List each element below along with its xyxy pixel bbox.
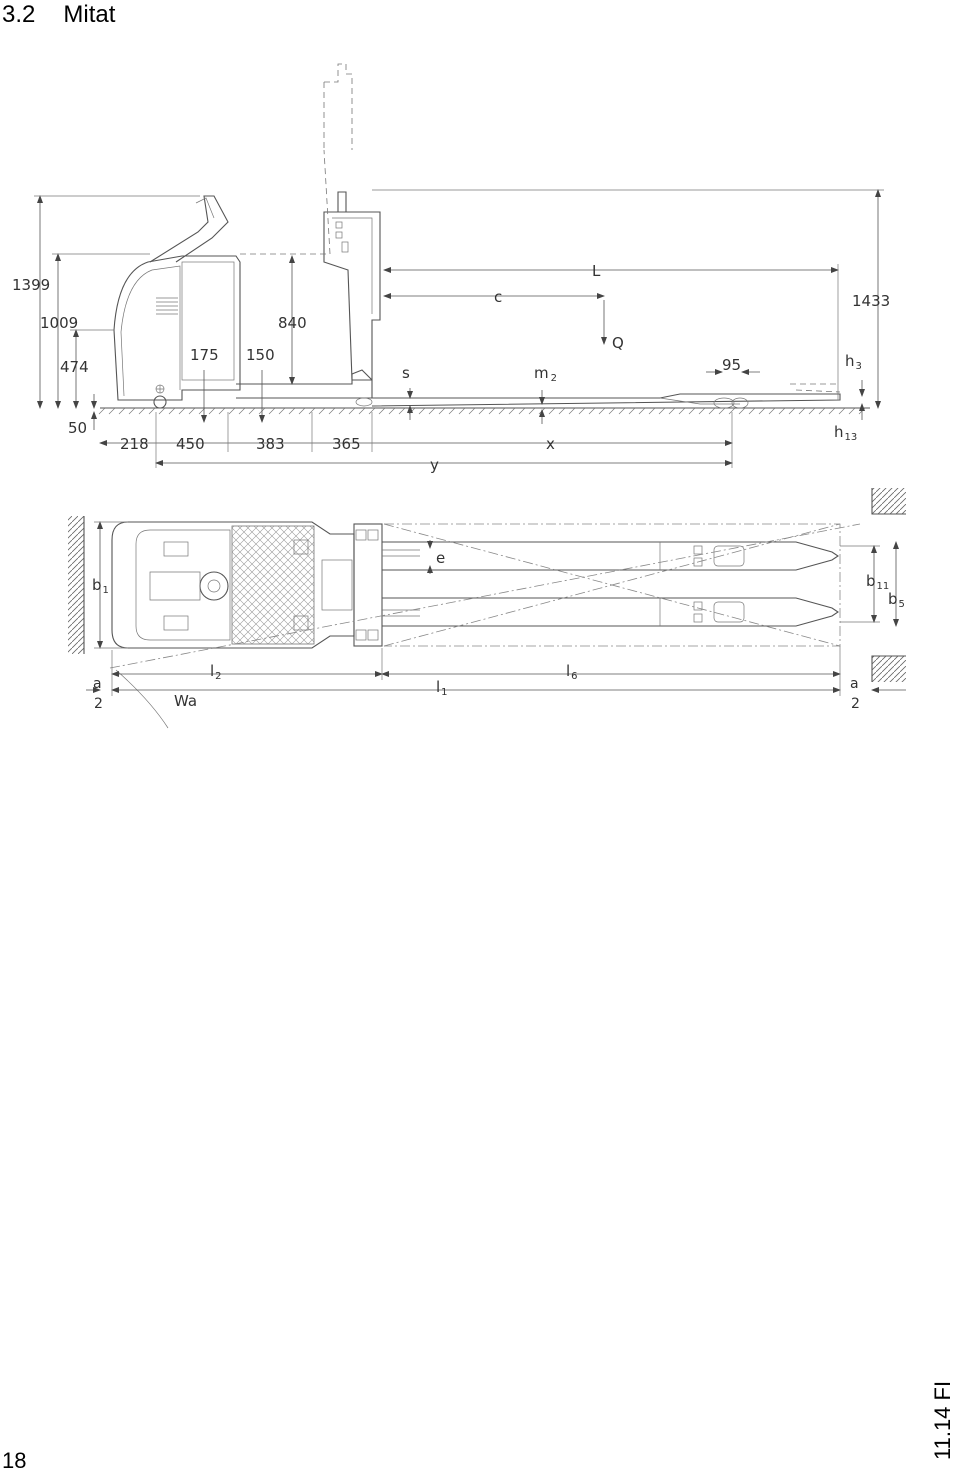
- symbol-m2-sub: 2: [551, 373, 557, 384]
- dimension-drawing: 1399 1009 474 50 175 150 840 218 450 383…: [12, 63, 906, 729]
- symbol-h13-sub: 13: [845, 432, 858, 443]
- symbol-s: s: [402, 364, 410, 382]
- wall-left: [68, 516, 84, 654]
- top-dimensions: [86, 521, 906, 696]
- symbol-y: y: [430, 456, 439, 474]
- symbol-l2-base: l: [210, 662, 214, 680]
- dim-150: 150: [246, 346, 275, 364]
- symbol-h13: h13: [834, 423, 857, 443]
- page-number: 18: [2, 1448, 27, 1473]
- symbol-l6-base: l: [566, 662, 570, 680]
- revision-date: 11.14 FI: [918, 1360, 960, 1460]
- dim-840: 840: [278, 314, 307, 332]
- side-dimension-labels: 1399 1009 474 50 175 150 840 218 450 383…: [12, 262, 890, 474]
- symbol-l1-sub: 1: [441, 687, 447, 698]
- symbol-a-right-den: 2: [851, 696, 860, 712]
- symbol-b1-base: b: [92, 576, 102, 594]
- dim-1433: 1433: [852, 292, 890, 310]
- symbol-b11-base: b: [866, 572, 876, 590]
- symbol-c: c: [494, 288, 502, 306]
- wall-right-top: [872, 488, 906, 514]
- dim-1009: 1009: [40, 314, 78, 332]
- dim-383: 383: [256, 435, 285, 453]
- dim-50: 50: [68, 419, 87, 437]
- symbol-l2: l2: [210, 662, 222, 682]
- dim-1399: 1399: [12, 276, 50, 294]
- symbol-Q: Q: [612, 334, 624, 352]
- symbol-b1: b1: [92, 576, 109, 596]
- top-dimension-labels: b1 e b11 b5 l2 l6 l1 Wa a 2 a 2: [92, 549, 905, 712]
- truck-top-body: [111, 521, 420, 649]
- dim-365: 365: [332, 435, 361, 453]
- side-vertical-dimensions: [34, 189, 884, 430]
- section-heading: 3.2 Mitat: [2, 0, 115, 30]
- section-number: 3.2: [2, 1, 36, 28]
- symbol-x: x: [546, 435, 555, 453]
- section-title: Mitat: [63, 1, 116, 28]
- symbol-l1-base: l: [436, 678, 440, 696]
- symbol-b5-sub: 5: [899, 599, 905, 610]
- symbol-h13-base: h: [834, 423, 844, 441]
- symbol-a-left-den: 2: [94, 696, 103, 712]
- symbol-b11: b11: [866, 572, 889, 592]
- symbol-m2-base: m: [534, 364, 549, 382]
- pallet-outline: [109, 523, 861, 729]
- forks-top: [382, 541, 839, 627]
- symbol-h3-base: h: [845, 352, 855, 370]
- truck-side-body: [113, 63, 841, 409]
- revision-date-text: 11.14 FI: [930, 1380, 955, 1460]
- symbol-L: L: [592, 262, 601, 280]
- symbol-l6: l6: [566, 662, 578, 682]
- symbol-l1: l1: [436, 678, 448, 698]
- side-horizontal-dimensions: [99, 264, 839, 468]
- wall-right-bottom: [872, 656, 906, 682]
- symbol-l6-sub: 6: [571, 671, 577, 682]
- symbol-b5: b5: [888, 590, 905, 610]
- dim-450: 450: [176, 435, 205, 453]
- symbol-wa: Wa: [174, 692, 197, 710]
- symbol-l2-sub: 2: [215, 671, 221, 682]
- symbol-a-right-num: a: [850, 676, 859, 692]
- dim-175: 175: [190, 346, 219, 364]
- dim-95: 95: [722, 356, 741, 374]
- side-view: 1399 1009 474 50 175 150 840 218 450 383…: [12, 63, 890, 474]
- symbol-e: e: [436, 549, 445, 567]
- ground-line: [98, 407, 870, 415]
- symbol-h3-sub: 3: [856, 361, 862, 372]
- symbol-h3: h3: [845, 352, 862, 372]
- symbol-a-left-num: a: [93, 676, 102, 692]
- dim-474: 474: [60, 358, 89, 376]
- top-view: b1 e b11 b5 l2 l6 l1 Wa a 2 a 2: [68, 488, 906, 729]
- symbol-b1-sub: 1: [103, 585, 109, 596]
- symbol-b11-sub: 11: [877, 581, 890, 592]
- symbol-b5-base: b: [888, 590, 898, 608]
- dim-218: 218: [120, 435, 149, 453]
